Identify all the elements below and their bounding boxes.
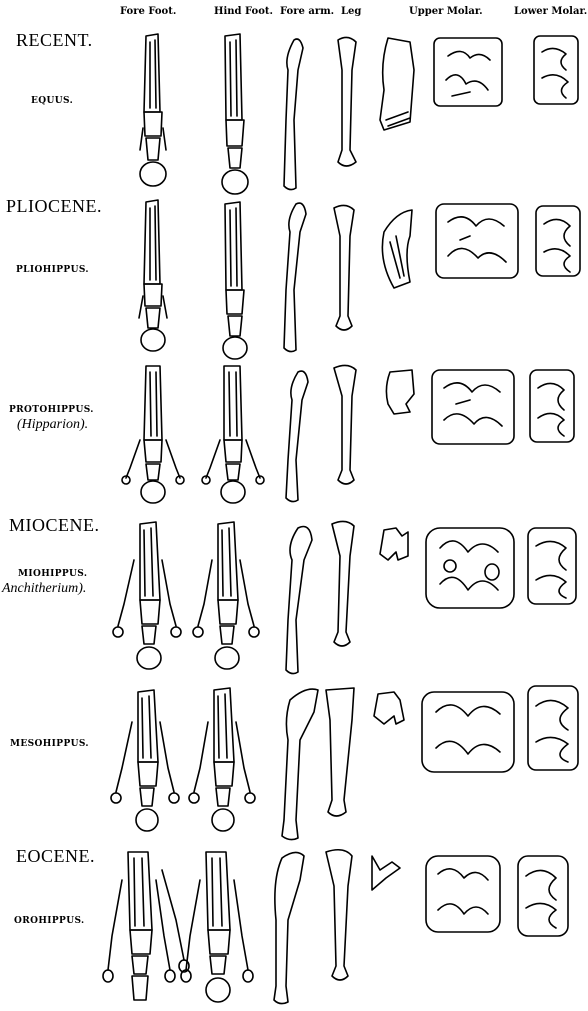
mesohippus-fore-foot-drawing — [111, 690, 179, 831]
mesohippus-leg-drawing — [326, 688, 354, 816]
protohippus-fore-arm-drawing — [286, 371, 308, 501]
miohippus-leg-drawing — [332, 521, 354, 646]
miohippus-upper-molar-crown-drawing — [426, 528, 514, 608]
mesohippus-upper-molar-crown-drawing — [422, 692, 514, 772]
equus-upper-molar-drawing — [380, 38, 414, 130]
pliohippus-leg-drawing — [334, 205, 354, 330]
protohippus-upper-molar-crown-drawing — [432, 370, 514, 444]
pliohippus-hind-foot-drawing — [223, 202, 247, 359]
miohippus-upper-molar-drawing — [380, 528, 408, 560]
pliohippus-upper-molar-drawing — [382, 210, 412, 288]
orohippus-upper-molar-drawing — [372, 856, 400, 890]
equus-fore-foot-drawing — [140, 34, 166, 186]
orohippus-fore-arm-drawing — [274, 852, 304, 1003]
pliohippus-lower-molar-drawing — [536, 206, 580, 276]
protohippus-lower-molar-drawing — [530, 370, 574, 442]
mesohippus-fore-arm-drawing — [282, 689, 318, 839]
protohippus-hind-foot-drawing — [202, 366, 264, 503]
mesohippus-lower-molar-drawing — [528, 686, 578, 770]
equus-lower-molar-drawing — [534, 36, 578, 104]
pliohippus-upper-molar-crown-drawing — [436, 204, 518, 278]
orohippus-upper-molar-crown-drawing — [426, 856, 500, 932]
orohippus-lower-molar-drawing — [518, 856, 568, 936]
miohippus-fore-arm-drawing — [286, 527, 312, 674]
miohippus-lower-molar-drawing — [528, 528, 576, 604]
miohippus-hind-foot-drawing — [193, 522, 259, 669]
protohippus-leg-drawing — [334, 365, 356, 484]
mesohippus-hind-foot-drawing — [189, 688, 255, 831]
equus-leg-drawing — [338, 37, 356, 166]
pliohippus-fore-arm-drawing — [284, 203, 306, 351]
pliohippus-fore-foot-drawing — [139, 200, 167, 351]
protohippus-upper-molar-drawing — [386, 370, 414, 414]
orohippus-hind-foot-drawing — [181, 852, 253, 1002]
orohippus-fore-foot-drawing — [103, 852, 189, 1000]
equus-hind-foot-drawing — [222, 34, 248, 194]
orohippus-leg-drawing — [326, 850, 352, 980]
protohippus-fore-foot-drawing — [122, 366, 184, 503]
equus-upper-molar-crown-drawing — [434, 38, 502, 106]
equus-fore-arm-drawing — [284, 39, 303, 190]
mesohippus-upper-molar-drawing — [374, 692, 404, 724]
miohippus-fore-foot-drawing — [113, 522, 181, 669]
